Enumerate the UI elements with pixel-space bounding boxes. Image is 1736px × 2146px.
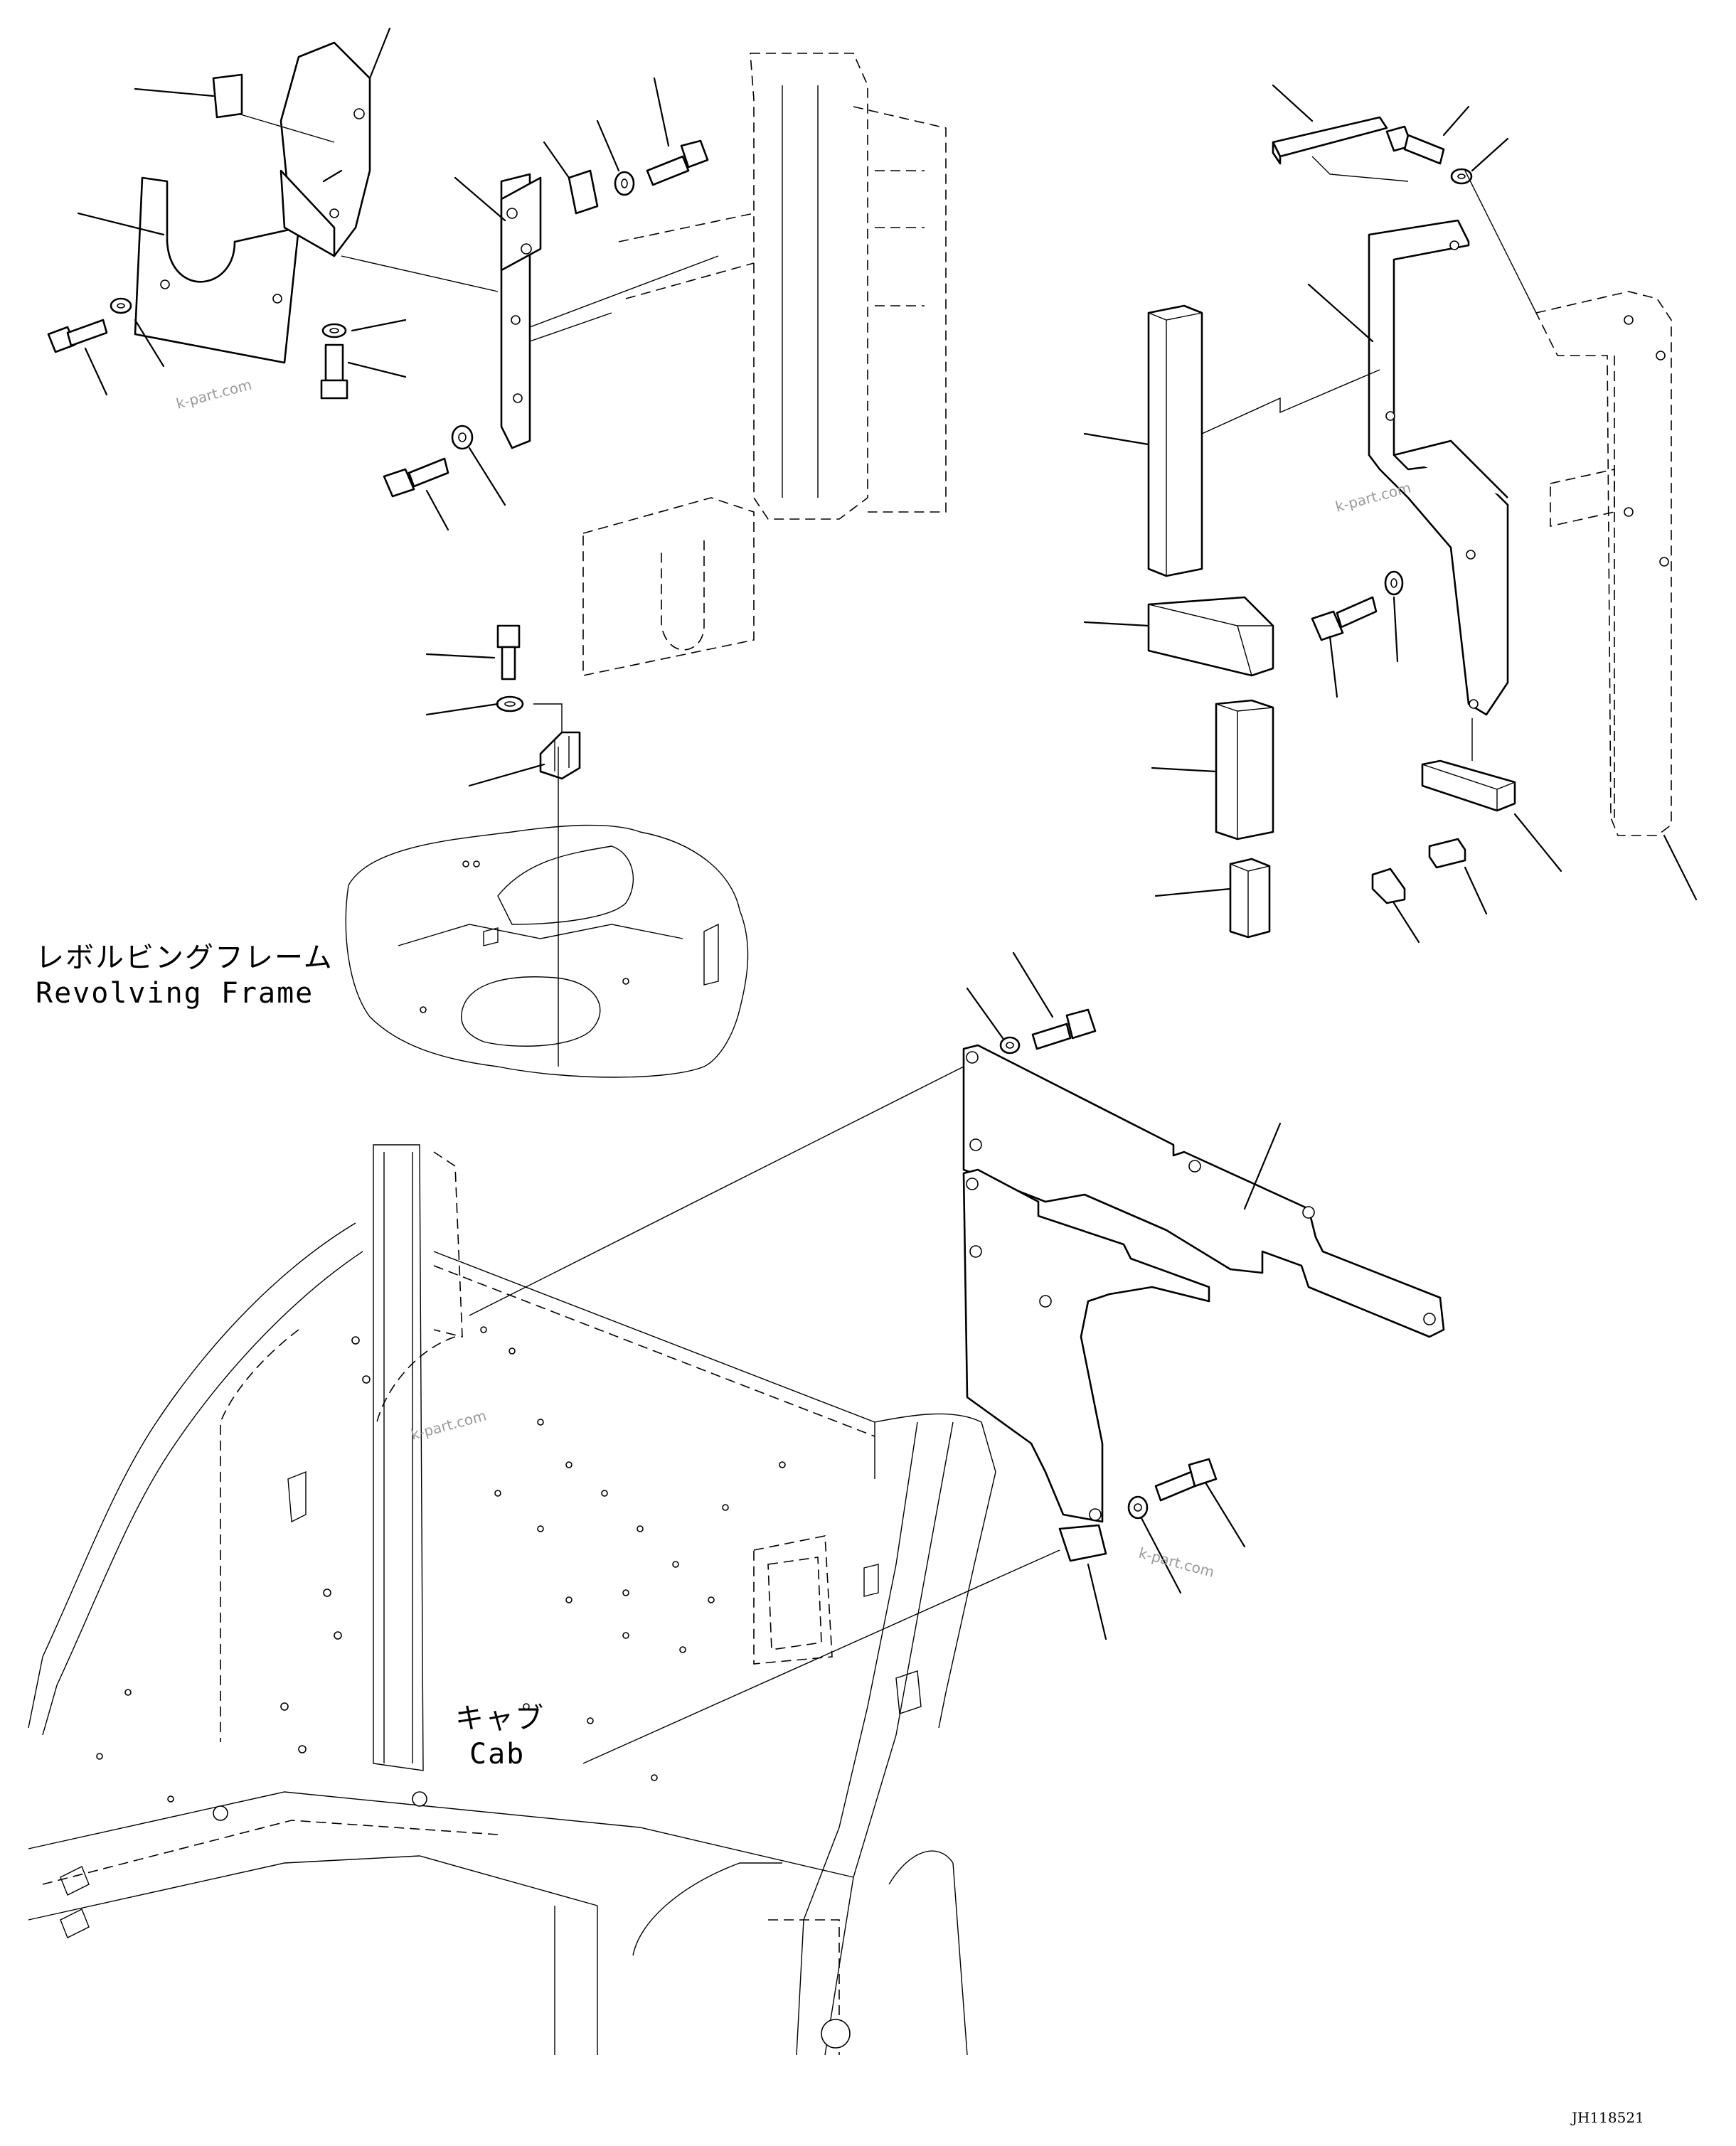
washer-center-2 (451, 425, 474, 450)
revolving-frame-jp: レボルビングフレーム (36, 941, 334, 974)
pad-under-plate (1058, 1524, 1107, 1562)
bolt-mid-low (1154, 1458, 1218, 1502)
bolt-top-1 (646, 139, 709, 186)
column-cover (1368, 219, 1509, 716)
pad-tall (1147, 304, 1203, 577)
washer-center-3 (496, 695, 524, 712)
bolt-mid-top (1031, 1008, 1097, 1050)
assembly-lines-middle (469, 1066, 1060, 1764)
washer-right-middle (1384, 570, 1404, 596)
washer-center-1 (321, 323, 347, 338)
mount-bracket (539, 731, 581, 780)
leader-lines-upper-right (1083, 84, 1698, 944)
label-cab: キャブ Cab (455, 1702, 545, 1771)
revolving-frame-en: Revolving Frame (36, 977, 314, 1010)
revolving-frame (345, 824, 749, 1078)
right-column-frame (1535, 291, 1672, 836)
cover-plate-lower (962, 1168, 1210, 1523)
washer-mid-low (1127, 1495, 1149, 1520)
bolt-upper-left (47, 319, 108, 353)
watermark-2: k-part.com (1333, 479, 1412, 515)
cab-jp: キャブ (455, 1702, 545, 1735)
washer-top-1 (614, 171, 635, 196)
leader-lines-middle-right (966, 951, 1282, 1640)
cab-frame (28, 1144, 996, 2056)
assembly-lines-upper-left (238, 113, 719, 1067)
pad-small-2 (1371, 868, 1406, 904)
label-revolving-frame: レボルビングフレーム Revolving Frame (36, 941, 334, 1010)
clip-small (568, 169, 599, 215)
pad-small (212, 73, 243, 119)
bolt-right-middle (1311, 596, 1378, 641)
angle-bracket (500, 173, 542, 449)
assembly-lines-upper-right (1201, 156, 1537, 761)
cover-plate-upper (962, 1044, 1445, 1338)
pad-small-1 (1428, 838, 1466, 869)
bolt-vertical-2 (496, 624, 521, 680)
left-column-frame (582, 53, 947, 676)
watermark-4: k-part.com (1137, 1544, 1216, 1581)
pad-block-2 (1229, 858, 1271, 939)
pad-block-1 (1215, 699, 1274, 840)
cab-en: Cab (469, 1738, 525, 1771)
leader-lines-upper-left (77, 27, 670, 787)
drawing-code: JH118521 (1570, 2109, 1644, 2126)
watermarks: k-part.com k-part.com k-part.com k-part.… (174, 375, 1412, 1581)
bolt-horizontal-1 (383, 457, 449, 498)
plate-with-cutout (134, 176, 300, 364)
washer-upper-left (110, 297, 132, 314)
washer-upper-right (1450, 168, 1473, 185)
pad-flat (1421, 759, 1516, 812)
pad-long-top (1272, 116, 1388, 165)
bolt-upper-right (1385, 125, 1445, 165)
washer-mid-top (999, 1036, 1021, 1055)
bracket-plate (279, 41, 371, 257)
bolt-vertical-1 (320, 343, 348, 400)
pad-wedge (1147, 596, 1274, 677)
watermark-1: k-part.com (174, 375, 253, 412)
